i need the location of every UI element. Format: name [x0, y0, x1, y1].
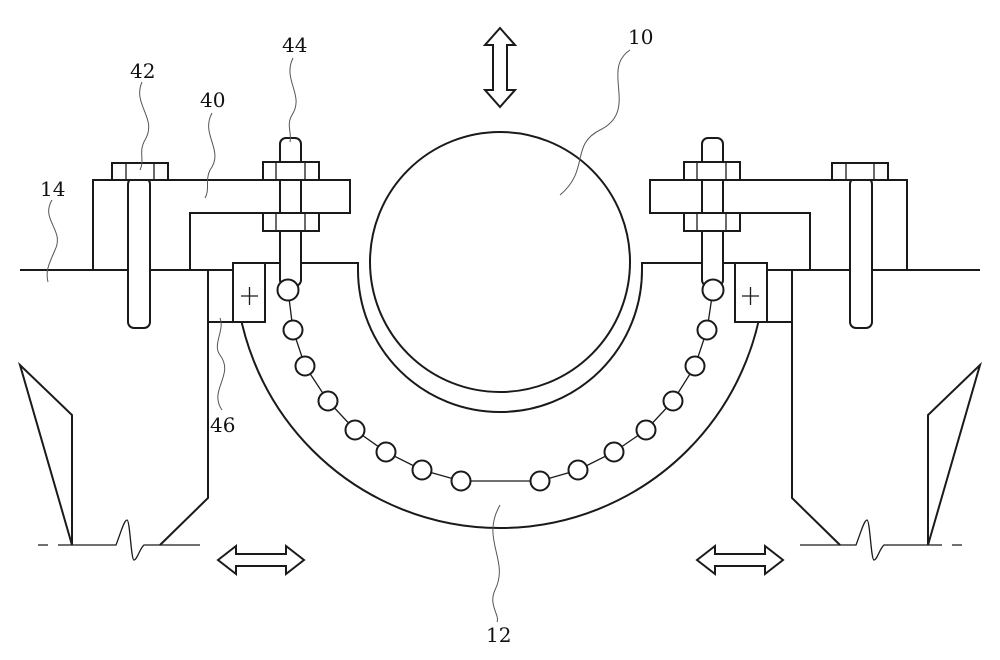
label-12: 12: [486, 623, 511, 647]
chain-ball: [377, 443, 396, 462]
label-14: 14: [40, 177, 65, 201]
chain-ball: [413, 461, 432, 480]
chain-ball: [319, 392, 338, 411]
left-base: [20, 270, 208, 545]
chain-ball: [452, 472, 471, 491]
chain-ball: [346, 421, 365, 440]
left-outer-block: [208, 270, 233, 322]
right-bolt-head: [832, 163, 888, 180]
right-outer-block: [767, 270, 792, 322]
chain-ball: [664, 392, 683, 411]
right-horizontal-double-arrow-icon: [697, 546, 783, 574]
label-42: 42: [130, 59, 155, 83]
chain-ball: [637, 421, 656, 440]
label-44: 44: [282, 33, 307, 57]
chain-ball: [703, 280, 724, 301]
label-10: 10: [628, 25, 653, 49]
right-pin-upper-nut: [684, 162, 740, 180]
chain-ball: [686, 357, 705, 376]
left-bolt-shank: [128, 178, 150, 328]
pipe: [370, 132, 630, 392]
chain-ball: [531, 472, 550, 491]
right-break-line: [800, 520, 962, 560]
left-pin-lower-nut: [263, 213, 319, 231]
chain-ball: [569, 461, 588, 480]
chain-ball: [698, 321, 717, 340]
label-46: 46: [210, 413, 235, 437]
leader-44: [289, 58, 296, 142]
leader-42: [140, 82, 149, 170]
label-40: 40: [200, 88, 225, 112]
vertical-double-arrow-icon: [485, 28, 515, 107]
left-pin-upper-nut: [263, 162, 319, 180]
right-base: [792, 270, 980, 545]
leader-46: [217, 318, 224, 410]
chain-ball: [296, 357, 315, 376]
chain-ball: [605, 443, 624, 462]
left-horizontal-double-arrow-icon: [218, 546, 304, 574]
right-pin-lower-nut: [684, 213, 740, 231]
right-bolt-shank: [850, 178, 872, 328]
chain-ball: [278, 280, 299, 301]
chain-ball: [284, 321, 303, 340]
left-break-line: [38, 520, 200, 560]
left-bolt-head: [112, 163, 168, 180]
